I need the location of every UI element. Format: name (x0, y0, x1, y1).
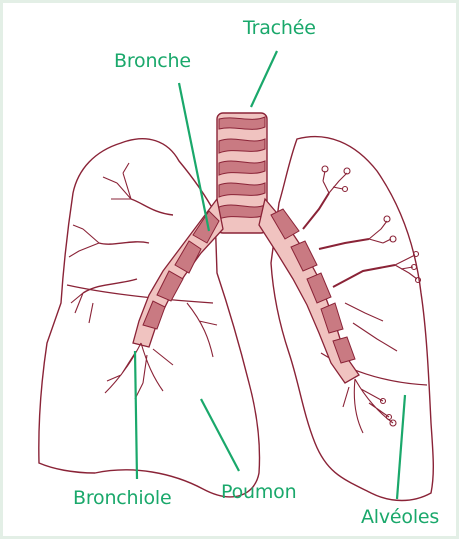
label-bronchiole: Bronchiole (73, 487, 171, 509)
label-bronche: Bronche (114, 50, 191, 72)
right-bronchus (259, 193, 395, 383)
leader-alveoles (397, 395, 405, 499)
label-alveoles: Alvéoles (361, 506, 439, 528)
leader-bronche (179, 83, 209, 231)
left-lung-lobe-line (67, 285, 213, 303)
lungs-illustration (3, 3, 459, 542)
right-alveoli (322, 166, 421, 433)
left-bronchioles (69, 163, 217, 399)
leader-trachee (251, 51, 277, 107)
leader-bronchiole (135, 351, 137, 479)
label-poumon: Poumon (221, 481, 296, 503)
label-trachee: Trachée (243, 17, 316, 39)
leader-poumon (201, 399, 239, 471)
trachea (217, 113, 267, 233)
right-lung-outline (271, 137, 433, 501)
